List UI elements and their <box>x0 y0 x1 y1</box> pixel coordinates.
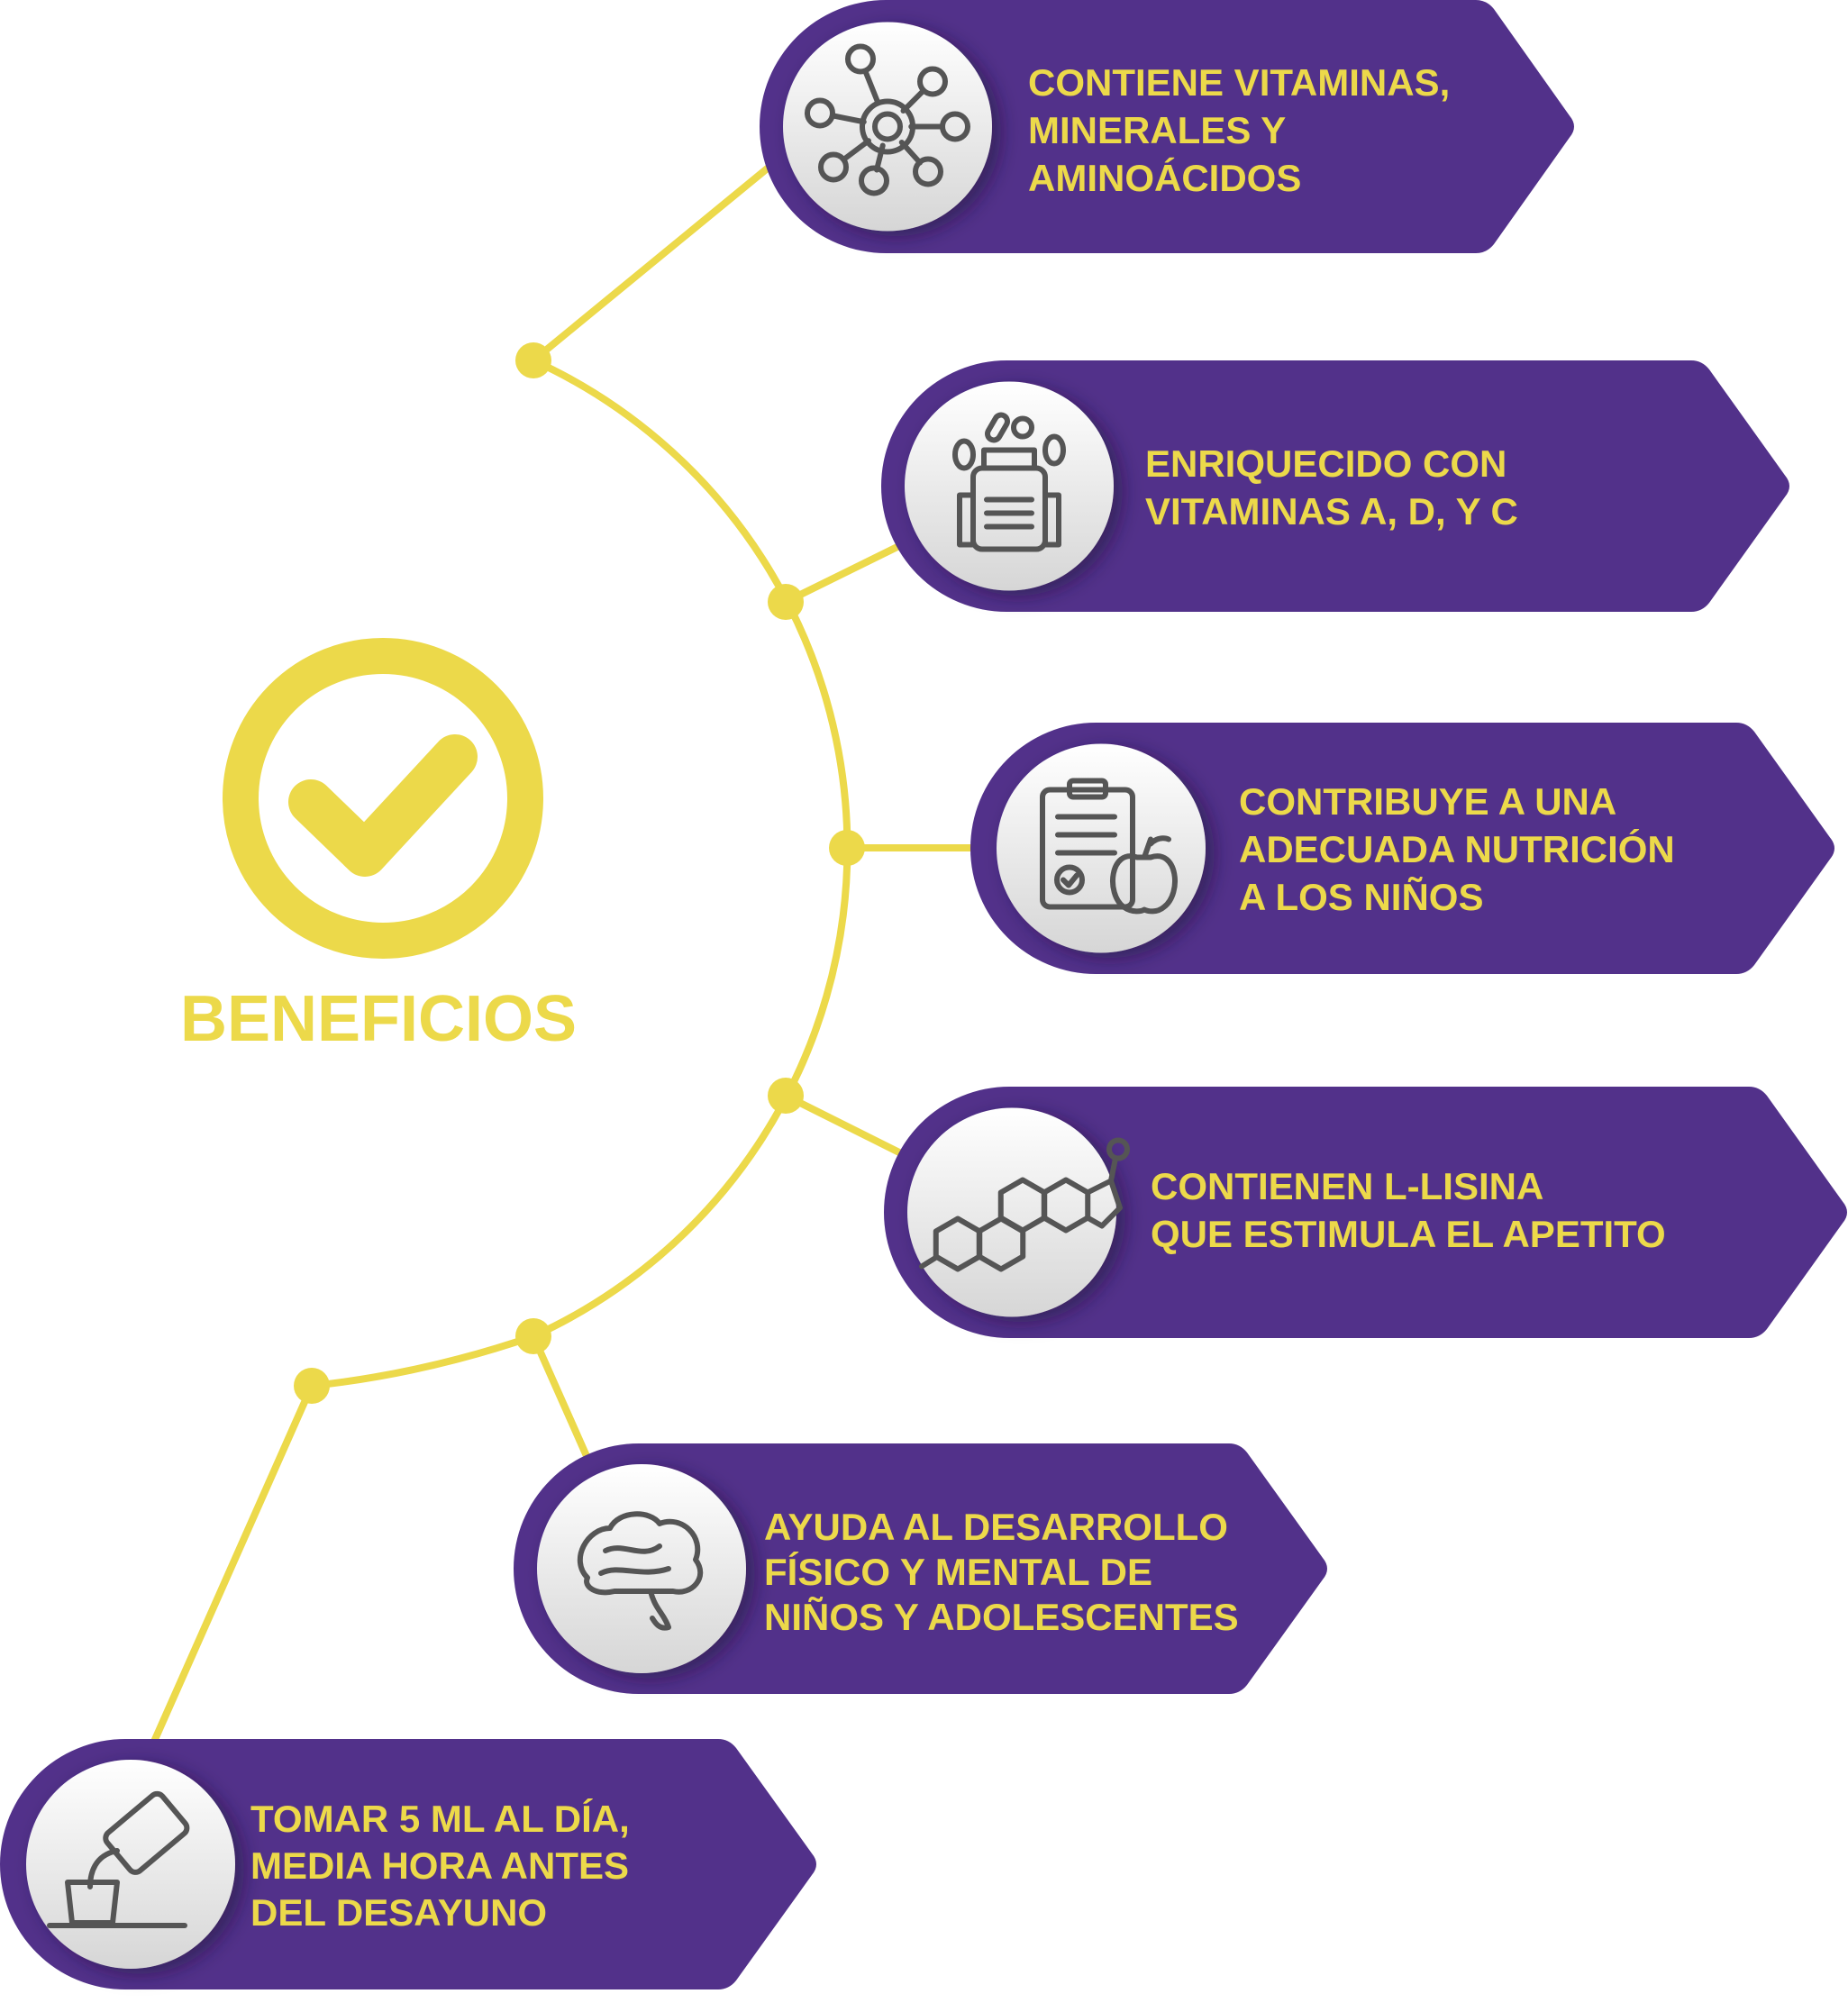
benefit-text-line: TOMAR 5 ML AL DÍA, <box>250 1798 630 1840</box>
benefit-card: CONTIENEN L-LISINA QUE ESTIMULA EL APETIT… <box>884 1087 1847 1338</box>
benefit-text-line: NIÑOS Y ADOLESCENTES <box>764 1596 1239 1638</box>
benefit-text-line: ENRIQUECIDO CON <box>1145 442 1507 485</box>
timeline-dot <box>768 1078 804 1114</box>
benefit-text-line: FÍSICO Y MENTAL DE <box>764 1551 1152 1593</box>
benefit-card: CONTIENE VITAMINAS, MINERALES Y AMINOÁCIDO… <box>760 0 1574 253</box>
benefit-text-line: CONTIENEN L-LISINA <box>1151 1165 1543 1207</box>
benefit-text-line: ADECUADA NUTRICIÓN <box>1239 827 1675 870</box>
icon-disc <box>997 743 1206 953</box>
icon-disc <box>907 1107 1116 1317</box>
timeline-dot <box>515 1318 551 1354</box>
card-background <box>970 723 1834 974</box>
brain-icon <box>577 1511 704 1631</box>
check-badge <box>223 638 543 959</box>
connector-line <box>784 537 912 605</box>
timeline-arc <box>311 357 851 1389</box>
benefit-text-line: AYUDA AL DESARROLLO <box>764 1506 1228 1548</box>
benefit-text-line: QUE ESTIMULA EL APETITO <box>1151 1213 1666 1255</box>
benefit-text-line: MEDIA HORA ANTES <box>250 1844 629 1887</box>
connector-line <box>150 1384 315 1745</box>
benefit-card: ENRIQUECIDO CON VITAMINAS A, D, Y C <box>881 360 1789 612</box>
pouring-bottle-cup-icon <box>47 1790 190 1928</box>
check-ring-icon <box>223 638 543 959</box>
connector-line <box>531 159 778 364</box>
chemical-structure-icon <box>919 1137 1130 1272</box>
timeline-connectors <box>150 159 982 1745</box>
supplement-bottle-pills-icon <box>952 412 1066 552</box>
benefit-text-line: VITAMINAS A, D, Y C <box>1145 490 1518 533</box>
icon-disc <box>537 1464 746 1673</box>
card-background <box>881 360 1789 612</box>
page-title: BENEFICIOS <box>180 983 577 1055</box>
benefit-text-line: A LOS NIÑOS <box>1239 876 1483 918</box>
icon-disc <box>26 1760 235 1969</box>
clipboard-apple-icon <box>1040 778 1178 915</box>
connector-line <box>784 1092 912 1161</box>
timeline-dot <box>294 1368 330 1404</box>
molecule-network-icon <box>805 43 970 196</box>
connector-line <box>530 1334 594 1466</box>
benefit-text-line: MINERALES Y <box>1028 109 1286 151</box>
timeline-dot <box>829 830 865 866</box>
timeline-dot <box>515 342 551 378</box>
timeline-dot <box>768 584 804 620</box>
benefit-text-line: DEL DESAYUNO <box>250 1891 547 1934</box>
benefit-text-line: AMINOÁCIDOS <box>1028 157 1301 199</box>
benefit-text-line: CONTRIBUYE A UNA <box>1239 780 1616 823</box>
icon-disc <box>905 381 1114 591</box>
benefit-text-line: CONTIENE VITAMINAS, <box>1028 61 1450 104</box>
checkmark-icon <box>288 734 478 877</box>
